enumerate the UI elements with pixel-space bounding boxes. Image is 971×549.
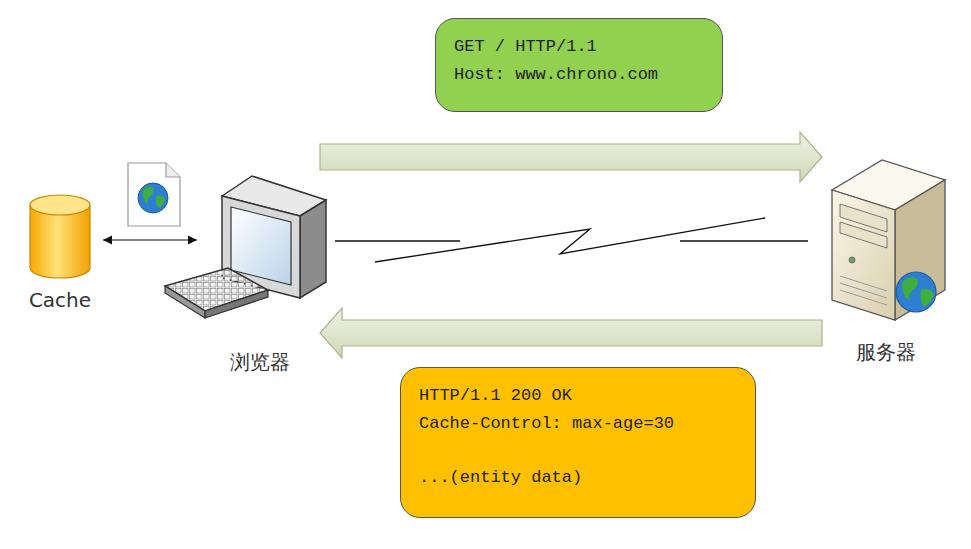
request-arrow	[320, 132, 822, 182]
document-icon	[128, 163, 180, 226]
message-line: Host: www.chrono.com	[454, 61, 704, 89]
request-box: GET / HTTP/1.1Host: www.chrono.com	[435, 18, 723, 112]
response-arrow	[320, 308, 822, 358]
server-node: 服务器	[822, 158, 950, 365]
server-icon	[832, 160, 945, 320]
message-line: HTTP/1.1 200 OK	[419, 382, 737, 410]
node-label: 浏览器	[230, 349, 290, 375]
message-line: Cache-Control: max-age=30	[419, 410, 737, 438]
sync-arrow	[103, 236, 197, 245]
message-line: GET / HTTP/1.1	[454, 33, 704, 61]
browser-node: 浏览器	[200, 168, 320, 375]
computer-icon	[165, 176, 326, 318]
cache-node: Cache	[22, 195, 98, 313]
node-label: Cache	[29, 287, 91, 313]
response-box: HTTP/1.1 200 OKCache-Control: max-age=30…	[400, 367, 756, 518]
node-label: 服务器	[856, 339, 916, 365]
message-line: ...(entity data)	[419, 464, 737, 492]
network-link	[335, 218, 808, 262]
cache-cylinder	[30, 195, 90, 278]
